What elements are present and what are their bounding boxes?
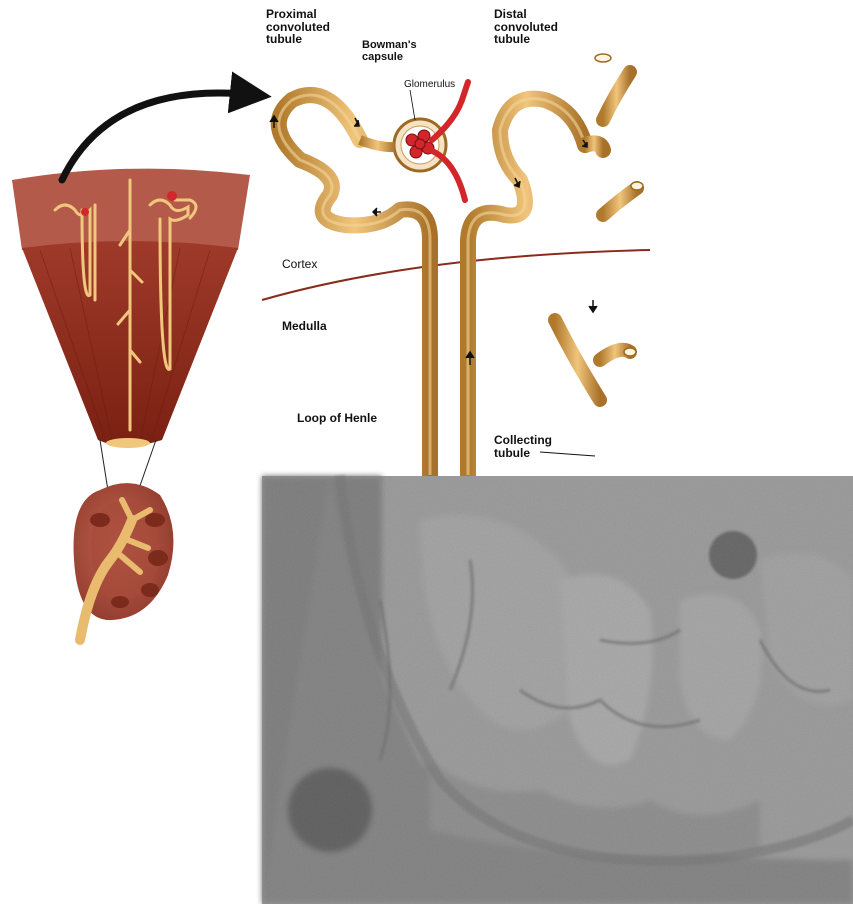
glomerulus <box>406 130 434 158</box>
mini-glomerulus-right <box>167 191 177 201</box>
papilla <box>106 438 150 448</box>
kidney <box>74 483 174 640</box>
ascending-limb <box>468 99 585 475</box>
label-collecting-tubule: Collecting tubule <box>494 434 552 459</box>
label-loop-of-henle: Loop of Henle <box>297 412 377 425</box>
label-medulla: Medulla <box>282 320 327 333</box>
cortex-medulla-boundary <box>262 250 650 300</box>
electron-micrograph <box>262 476 853 904</box>
label-proximal-tubule: Proximal convoluted tubule <box>266 8 330 46</box>
label-cortex: Cortex <box>282 258 317 271</box>
label-glomerulus: Glomerulus <box>404 80 455 91</box>
label-bowmans-capsule: Bowman's capsule <box>362 40 417 63</box>
mini-glomerulus-left <box>81 208 89 216</box>
kidney-wedge <box>12 169 250 520</box>
label-distal-tubule: Distal convoluted tubule <box>494 8 558 46</box>
curved-arrow-icon <box>62 93 255 180</box>
